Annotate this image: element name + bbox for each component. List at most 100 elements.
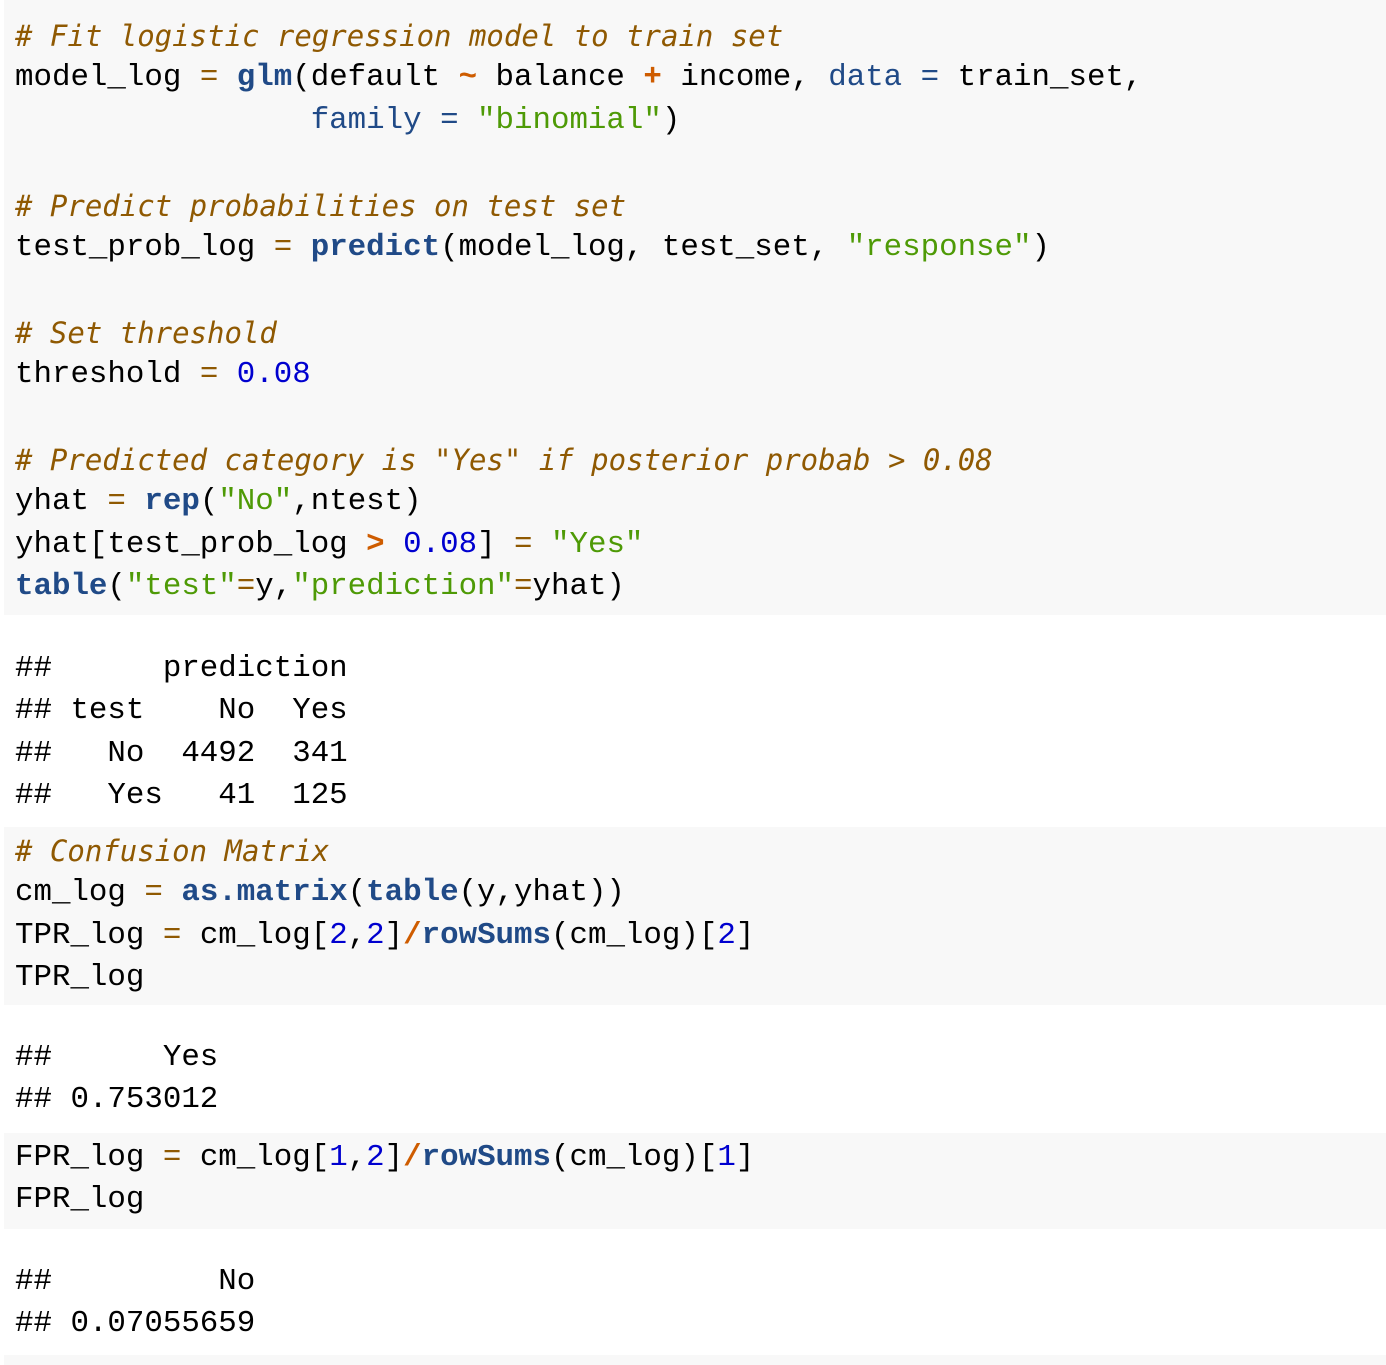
code-comment: # Predict probabilities on test set [15,185,1386,227]
code-token: "No" [218,484,293,520]
code-token: glm [236,60,293,96]
code-token: cm_log[ [181,1140,330,1175]
code-token: ( [107,569,126,605]
code-token: = [162,917,182,953]
code-token: 2 [717,917,736,953]
code-token: ,ntest) [292,484,422,520]
code-token: (cm_log)[ [551,917,718,953]
output-line: ## 0.753012 [15,1082,219,1118]
code-token: ] [384,917,404,953]
code-token: (y,yhat)) [458,875,625,911]
code-block-fit-predict: # Fit logistic regression model to train… [4,0,1386,615]
code-token: y, [255,569,293,605]
code-token: yhat[test_prob_log [15,526,367,562]
output-fpr: ## No ## 0.07055659 [15,1261,1386,1346]
code-token: (cm_log)[ [551,1140,718,1175]
code-token [218,60,236,95]
code-token: / [403,1140,422,1175]
code-token: ] [384,1140,404,1175]
code-line: table("test"=y,"prediction"=yhat) [15,566,1386,608]
code-token: train_set, [939,60,1143,96]
code-token: TPR_log [15,960,145,996]
code-token: as.matrix [181,875,348,911]
code-token [385,527,403,562]
code-token: 2 [366,917,385,953]
blank-line [15,142,1386,184]
code-line: yhat = rep("No",ntest) [15,481,1386,523]
code-block-fpr: FPR_log = cm_log[1,2]/rowSums(cm_log)[1]… [4,1133,1386,1229]
code-token: 0.08 [403,526,478,562]
code-comment: # Predicted category is "Yes" if posteri… [15,439,1386,481]
output-tpr: ## Yes ## 0.753012 [15,1037,1386,1122]
code-token: "Yes" [551,526,644,562]
code-token: = [514,526,533,562]
comment-text: # Confusion Matrix [15,834,330,868]
code-token: ] [735,917,755,953]
code-token: family = [310,102,459,138]
code-token: + [643,60,662,96]
code-line: test_prob_log = predict(model_log, test_… [15,227,1386,269]
code-block-next [4,1355,1386,1365]
code-token: 0.08 [236,357,311,393]
code-line: model_log = glm(default ~ balance + inco… [15,57,1386,99]
code-token: yhat [15,484,108,520]
code-token: test_prob_log [15,229,274,265]
code-token: = [107,484,126,520]
code-token: 1 [717,1140,736,1175]
code-token: = [162,1140,182,1175]
code-token [533,527,551,562]
code-token: TPR_log [15,917,163,953]
code-token [163,875,181,910]
code-lines: FPR_log = cm_log[1,2]/rowSums(cm_log)[1]… [15,1137,1386,1222]
code-comment: # Fit logistic regression model to train… [15,15,1386,57]
output-line: ## No [15,1264,256,1299]
comment-text: # Predicted category is "Yes" if posteri… [15,442,993,477]
code-token: cm_log [15,875,145,911]
code-token: FPR_log [15,1140,163,1175]
code-token: table [15,569,108,605]
code-token: data = [828,60,940,96]
code-token: rep [144,484,200,520]
code-token: , [347,1140,367,1175]
output-line: ## No 4492 341 [15,735,348,771]
code-token: / [403,917,422,953]
code-token: rowSums [421,917,551,953]
code-token: "response" [846,229,1032,265]
output-confusion-table: ## prediction ## test No Yes ## No 4492 … [15,648,1386,818]
code-token: , [347,917,367,953]
code-token: = [199,60,219,96]
code-token: predict [310,229,441,265]
code-line: TPR_log [15,957,1386,999]
code-line: yhat[test_prob_log > 0.08] = "Yes" [15,524,1386,566]
code-token: = [144,875,163,911]
output-line: ## test No Yes [15,693,348,729]
code-token: = [199,357,219,393]
code-line: family = "binomial") [15,100,1386,142]
code-token: ) [1031,229,1050,265]
code-token: 2 [329,917,348,953]
code-token: = [236,569,256,605]
code-token: cm_log[ [181,917,330,953]
comment-text: # Set threshold [15,315,277,350]
code-token: = [273,229,293,265]
code-token [218,357,236,392]
code-line: FPR_log = cm_log[1,2]/rowSums(cm_log)[1] [15,1137,1386,1179]
code-comment: # Set threshold [15,312,1386,354]
code-token: income, [661,60,829,96]
code-token: ] [735,1140,755,1175]
code-token: = [514,569,533,605]
code-token: 2 [366,1140,385,1175]
code-token: ] [477,526,515,562]
code-token: balance [477,60,644,96]
code-token: (model_log, test_set, [440,229,847,265]
output-line: ## 0.07055659 [15,1306,256,1342]
comment-text: # Fit logistic regression model to train… [15,19,784,53]
code-token: "prediction" [292,569,515,605]
output-line: ## Yes 41 125 [15,778,348,814]
code-token [459,103,477,138]
code-line: FPR_log [15,1179,1386,1221]
code-token [126,484,144,519]
code-token: yhat) [532,569,625,605]
code-token: rowSums [421,1140,551,1175]
